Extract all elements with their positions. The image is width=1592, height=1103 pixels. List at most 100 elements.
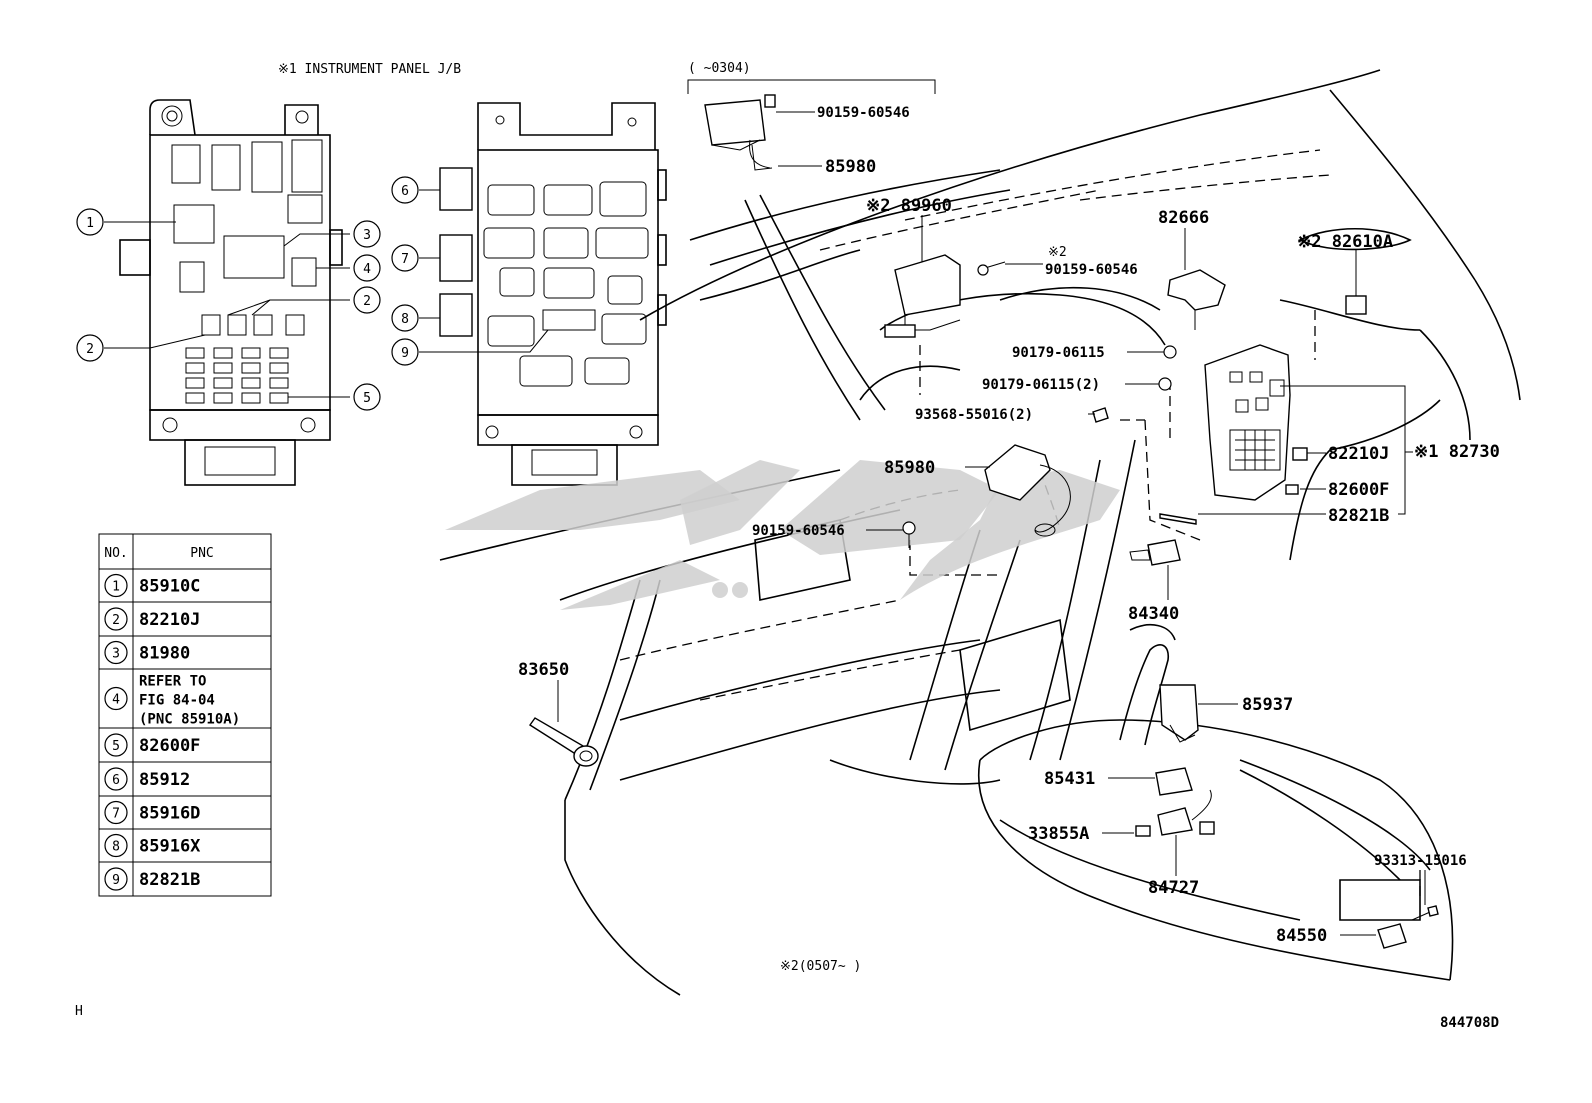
callout-6 xyxy=(391,176,419,204)
table-header-no: NO. xyxy=(104,546,127,561)
table-row-number: 6 xyxy=(112,773,120,788)
table-row-number: 2 xyxy=(112,613,120,628)
module-89960 xyxy=(884,254,961,338)
table-row-number-circle xyxy=(104,607,128,631)
table-row-pnc: 82600F xyxy=(139,736,200,756)
label-93313-15016: 93313-15016 xyxy=(1374,853,1467,869)
watermark-logo xyxy=(445,460,1120,610)
callout-2-right-label: 2 xyxy=(363,294,371,309)
period-bracket xyxy=(687,79,936,94)
period-top: ( ~0304) xyxy=(688,61,751,76)
table-row-pnc: FIG 84-04 xyxy=(139,693,215,709)
label-84727: 84727 xyxy=(1148,878,1199,898)
callout-8-label: 8 xyxy=(401,312,409,327)
label-93568-55016: 93568-55016(2) xyxy=(915,407,1033,423)
label-90159-60546-top: 90159-60546 xyxy=(817,105,910,121)
table-row-number: 8 xyxy=(112,840,120,855)
callout-1 xyxy=(76,208,104,236)
table-row-pnc: 82821B xyxy=(139,870,200,890)
label-89960: ※2 89960 xyxy=(866,196,952,216)
callout-4-label: 4 xyxy=(363,262,371,277)
label-85980-top: 85980 xyxy=(825,157,876,177)
table-row-number-circle xyxy=(104,867,128,891)
table-row-number-circle xyxy=(104,573,128,598)
lock-cylinder-83650 xyxy=(529,717,599,767)
table-row-pnc: (PNC 85910A) xyxy=(139,712,240,728)
junction-block-front-view xyxy=(104,99,350,486)
relay-82821b xyxy=(1159,513,1197,525)
connector-82610a xyxy=(1345,295,1367,315)
label-90179-06115: 90179-06115 xyxy=(1012,345,1105,361)
callout-9 xyxy=(391,338,419,366)
table-row-pnc: 82210J xyxy=(139,610,200,630)
fuse-82210j xyxy=(1292,447,1308,461)
table-row-number: 4 xyxy=(112,693,120,708)
table-row-pnc: 85916X xyxy=(139,837,201,857)
callout-2-right xyxy=(353,286,381,314)
table-row-pnc: 85916D xyxy=(139,804,200,824)
table-row-number-circle xyxy=(104,640,128,665)
table-row-number: 3 xyxy=(112,647,120,662)
callout-1-label: 1 xyxy=(86,216,94,231)
label-84340: 84340 xyxy=(1128,604,1179,624)
junction-block-rear-view xyxy=(419,102,667,486)
table-header-pnc: PNC xyxy=(190,546,213,561)
relay-85980-mid xyxy=(984,444,1071,537)
junction-block-82730 xyxy=(1204,344,1291,501)
table-row-pnc: 85910C xyxy=(139,577,200,597)
callout-3-label: 3 xyxy=(363,228,371,243)
figure-id: 844708D xyxy=(1440,1015,1499,1031)
label-85980-mid: 85980 xyxy=(884,458,935,478)
bracket-85937 xyxy=(1159,684,1199,743)
label-85937: 85937 xyxy=(1242,695,1293,715)
table-row-number: 1 xyxy=(112,580,120,595)
screw-93313 xyxy=(1411,905,1439,921)
jb-title: ※1 INSTRUMENT PANEL J/B xyxy=(278,62,461,77)
table-row-number-circle xyxy=(104,733,128,757)
label-90159-60546-mid: 90159-60546 xyxy=(1045,262,1138,278)
switch-84727 xyxy=(1157,789,1215,836)
callout-2-left xyxy=(76,334,104,362)
callout-6-label: 6 xyxy=(401,184,409,199)
nut-90179-06115 xyxy=(1163,345,1177,359)
callout-3 xyxy=(353,220,381,248)
label-82210j: 82210J xyxy=(1328,444,1389,464)
label-85431: 85431 xyxy=(1044,769,1095,789)
nut-90179-06115-2 xyxy=(1158,377,1172,391)
table-row-pnc: 85912 xyxy=(139,770,190,790)
buzzer-85431 xyxy=(1155,767,1193,796)
label-90159-mid-note: ※2 xyxy=(1048,245,1067,260)
table-row-number: 7 xyxy=(112,807,120,822)
callout-7-label: 7 xyxy=(401,252,409,267)
table-row-pnc: REFER TO xyxy=(139,674,206,690)
label-33855a: 33855A xyxy=(1028,824,1089,844)
page-letter: H xyxy=(75,1004,83,1019)
table-row-number-circle xyxy=(104,686,128,711)
bracket-82730 xyxy=(1280,385,1413,515)
table-row-number: 9 xyxy=(112,873,120,888)
fuse-82600f xyxy=(1285,484,1299,495)
label-82666: 82666 xyxy=(1158,208,1209,228)
bolt-93568 xyxy=(1092,407,1109,423)
label-83650: 83650 xyxy=(518,660,569,680)
callout-8 xyxy=(391,304,419,332)
switch-84550 xyxy=(1377,923,1407,949)
connector-33855a xyxy=(1135,825,1151,837)
table-row-number-circle xyxy=(104,800,128,825)
table-row-number: 5 xyxy=(112,739,120,754)
label-82821b: 82821B xyxy=(1328,506,1389,526)
label-90159-60546-low: 90159-60546 xyxy=(752,523,845,539)
bolt-90159-mid xyxy=(977,261,1006,276)
label-84550: 84550 xyxy=(1276,926,1327,946)
label-82610a: ※2 82610A xyxy=(1297,232,1393,252)
bracket-82666 xyxy=(1167,269,1226,330)
table-row-number-circle xyxy=(104,767,128,791)
callout-4 xyxy=(353,254,381,282)
label-82730: ※1 82730 xyxy=(1414,442,1500,462)
relay-85980-top xyxy=(704,94,776,171)
label-82600f: 82600F xyxy=(1328,480,1389,500)
bolt-90159-low xyxy=(902,521,916,548)
